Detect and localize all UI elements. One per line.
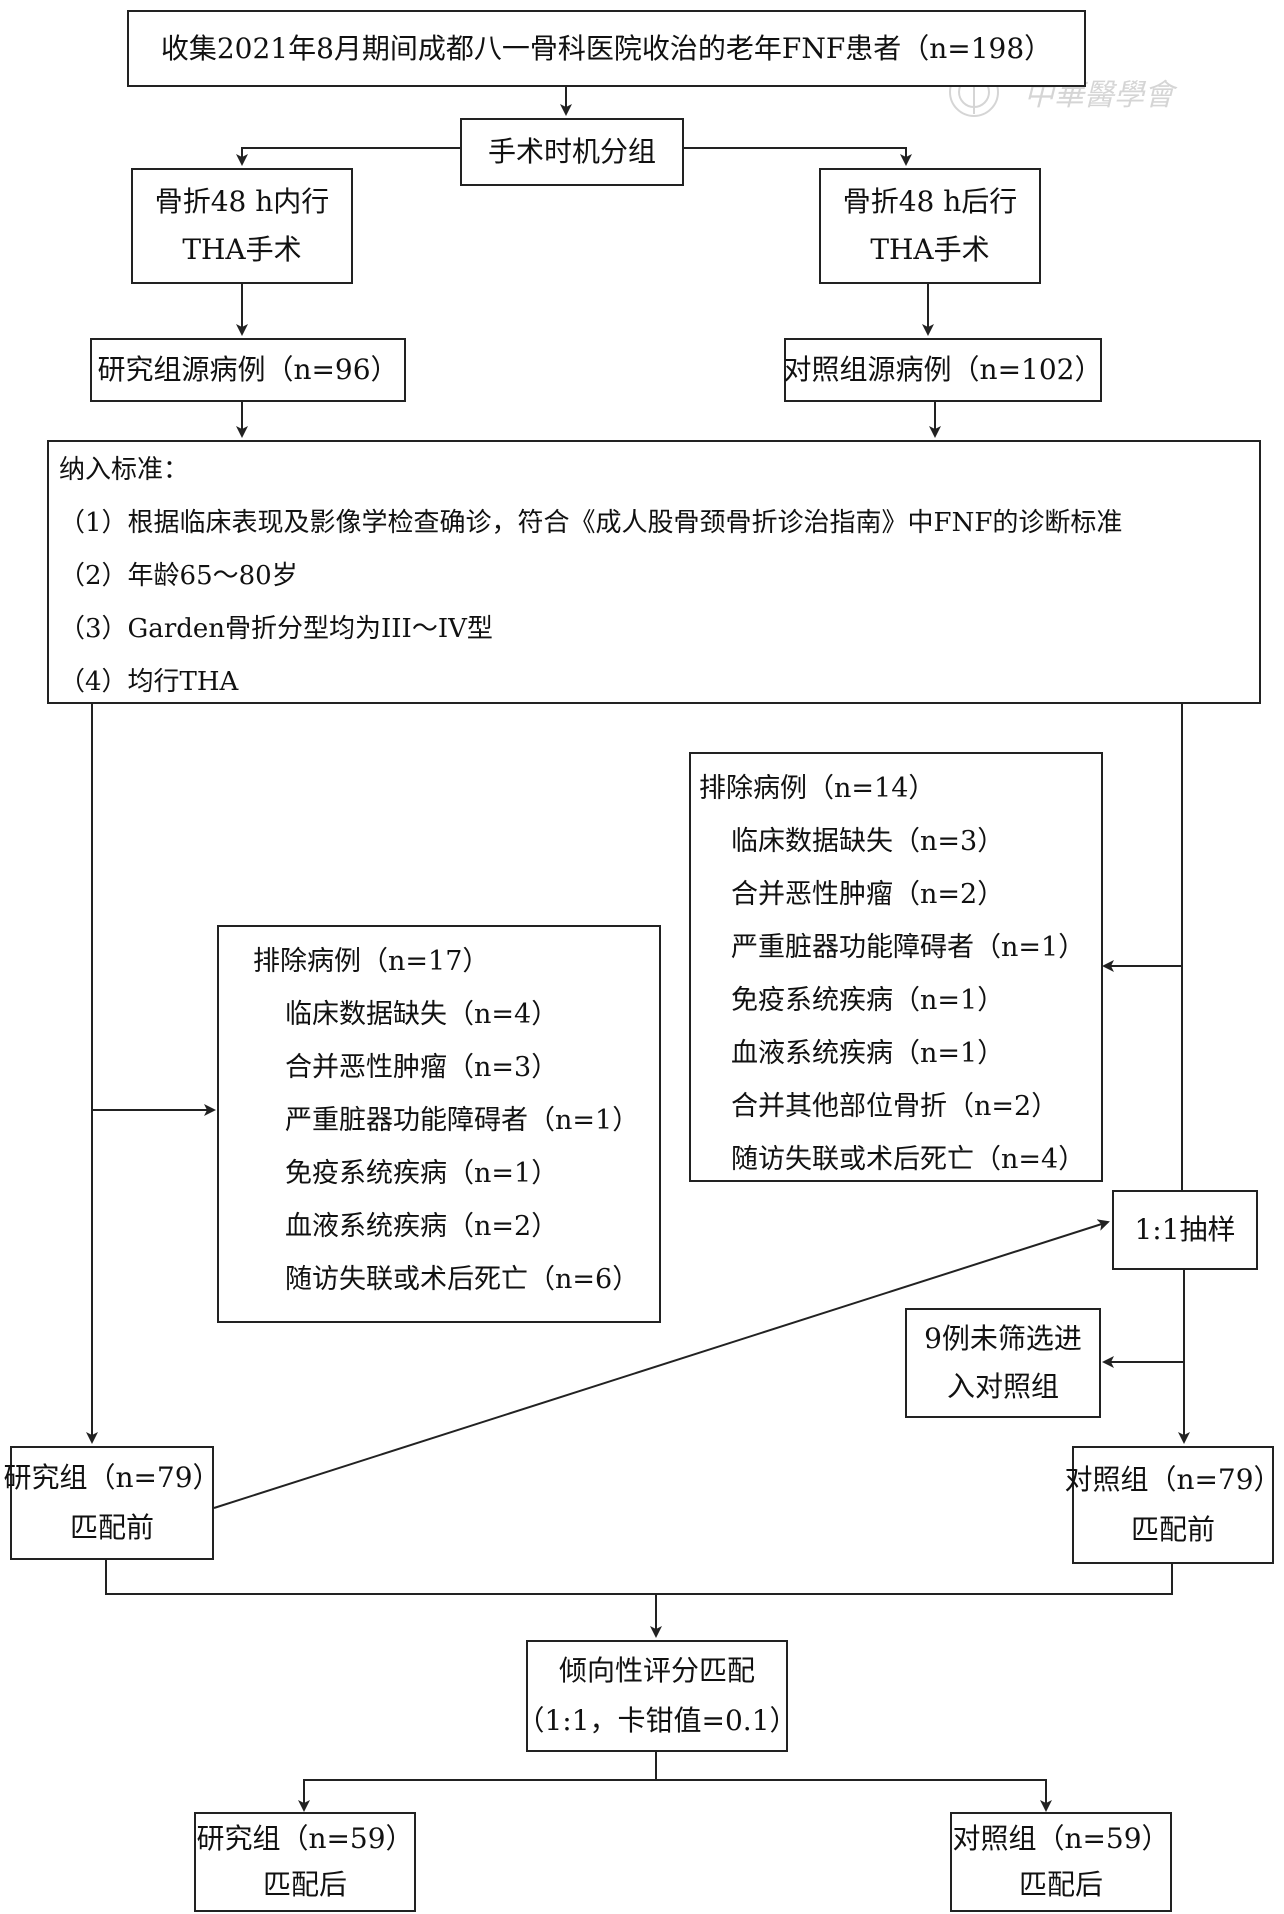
unscreened-line1: 9例未筛选进	[924, 1322, 1082, 1355]
inclusion-list: 纳入标准： （1）根据临床表现及影像学检查确诊，符合《成人股骨颈骨折诊治指南》中…	[59, 444, 1122, 709]
collect-box: 收集2021年8月期间成都八一骨科医院收治的老年FNF患者（n=198）	[127, 10, 1086, 87]
sampling-box: 1:1抽样	[1112, 1190, 1258, 1270]
exclude-right-item-1: 临床数据缺失（n=3）	[731, 826, 1005, 857]
psm-box: 倾向性评分匹配 （1:1，卡钳值=0.1）	[516, 1640, 798, 1752]
study-source-text: 研究组源病例（n=96）	[97, 353, 399, 386]
study-source-box: 研究组源病例（n=96）	[90, 338, 406, 402]
exclude-right-box: 排除病例（n=14） 临床数据缺失（n=3） 合并恶性肿瘤（n=2） 严重脏器功…	[689, 752, 1103, 1182]
exclude-left-item-6: 随访失联或术后死亡（n=6）	[285, 1264, 640, 1295]
arrow-study-pre-to-sampling	[213, 1219, 1110, 1509]
control-pre-line2: 匹配前	[1130, 1513, 1215, 1546]
exclude-left-item-2: 合并恶性肿瘤（n=3）	[285, 1052, 559, 1083]
exclude-right-item-3: 严重脏器功能障碍者（n=1）	[731, 932, 1086, 963]
study-post-line2: 匹配后	[262, 1868, 347, 1901]
control-pre-line1: 对照组（n=79）	[1064, 1463, 1282, 1496]
inclusion-item-3: （3）Garden骨折分型均为III～IV型	[59, 614, 493, 644]
exclude-left-item-1: 临床数据缺失（n=4）	[285, 999, 559, 1030]
collect-text: 收集2021年8月期间成都八一骨科医院收治的老年FNF患者（n=198）	[160, 31, 1053, 65]
inclusion-item-4: （4）均行THA	[59, 667, 239, 697]
exclude-right-item-6: 合并其他部位骨折（n=2）	[731, 1091, 1059, 1122]
psm-line2: （1:1，卡钳值=0.1）	[516, 1704, 798, 1737]
after48-line1: 骨折48 h后行	[842, 185, 1018, 218]
within48-box: 骨折48 h内行 THA手术	[131, 168, 353, 284]
study-post-line1: 研究组（n=59）	[196, 1822, 414, 1855]
study-post-box: 研究组（n=59） 匹配后	[194, 1812, 416, 1912]
exclude-right-title: 排除病例（n=14）	[699, 773, 936, 804]
control-post-line2: 匹配后	[1018, 1868, 1103, 1901]
inclusion-title: 纳入标准：	[59, 455, 190, 485]
inclusion-criteria-box: 纳入标准： （1）根据临床表现及影像学检查确诊，符合《成人股骨颈骨折诊治指南》中…	[47, 440, 1261, 704]
exclude-right-item-5: 血液系统疾病（n=1）	[731, 1038, 1005, 1069]
exclude-left-item-4: 免疫系统疾病（n=1）	[285, 1158, 559, 1189]
unscreened-box: 9例未筛选进 入对照组	[905, 1308, 1101, 1418]
exclude-left-title: 排除病例（n=17）	[253, 946, 490, 977]
arrow-grouping-to-within48	[236, 147, 460, 166]
exclude-left-list: 排除病例（n=17） 临床数据缺失（n=4） 合并恶性肿瘤（n=3） 严重脏器功…	[253, 935, 639, 1306]
grouping-box: 手术时机分组	[460, 118, 684, 186]
exclude-left-item-3: 严重脏器功能障碍者（n=1）	[285, 1105, 640, 1136]
exclude-left-box: 排除病例（n=17） 临床数据缺失（n=4） 合并恶性肿瘤（n=3） 严重脏器功…	[217, 925, 661, 1323]
sampling-text: 1:1抽样	[1134, 1213, 1236, 1246]
after48-line2: THA手术	[870, 233, 990, 266]
control-source-text: 对照组源病例（n=102）	[783, 353, 1103, 386]
grouping-text: 手术时机分组	[487, 135, 656, 168]
exclude-right-item-7: 随访失联或术后死亡（n=4）	[731, 1144, 1086, 1175]
within48-line1: 骨折48 h内行	[154, 185, 330, 218]
exclude-right-item-4: 免疫系统疾病（n=1）	[731, 985, 1005, 1016]
study-pre-box: 研究组（n=79） 匹配前	[3, 1446, 221, 1560]
merge-line-pre-groups	[105, 1560, 1173, 1595]
exclude-right-item-2: 合并恶性肿瘤（n=2）	[731, 879, 1005, 910]
control-pre-box: 对照组（n=79） 匹配前	[1064, 1446, 1282, 1564]
unscreened-line2: 入对照组	[946, 1370, 1059, 1403]
after48-box: 骨折48 h后行 THA手术	[819, 168, 1041, 284]
within48-line2: THA手术	[182, 233, 302, 266]
inclusion-item-2: （2）年龄65～80岁	[59, 561, 298, 591]
study-pre-line1: 研究组（n=79）	[3, 1461, 221, 1494]
control-source-box: 对照组源病例（n=102）	[784, 338, 1102, 402]
split-line-post-groups	[303, 1779, 1047, 1808]
control-post-line1: 对照组（n=59）	[952, 1822, 1170, 1855]
control-post-box: 对照组（n=59） 匹配后	[950, 1812, 1172, 1912]
arrow-grouping-to-after48	[684, 147, 912, 166]
psm-line1: 倾向性评分匹配	[558, 1654, 755, 1687]
exclude-left-item-5: 血液系统疾病（n=2）	[285, 1211, 559, 1242]
inclusion-item-1: （1）根据临床表现及影像学检查确诊，符合《成人股骨颈骨折诊治指南》中FNF的诊断…	[59, 508, 1123, 538]
study-pre-line2: 匹配前	[69, 1511, 154, 1544]
exclude-right-list: 排除病例（n=14） 临床数据缺失（n=3） 合并恶性肿瘤（n=2） 严重脏器功…	[699, 762, 1085, 1186]
